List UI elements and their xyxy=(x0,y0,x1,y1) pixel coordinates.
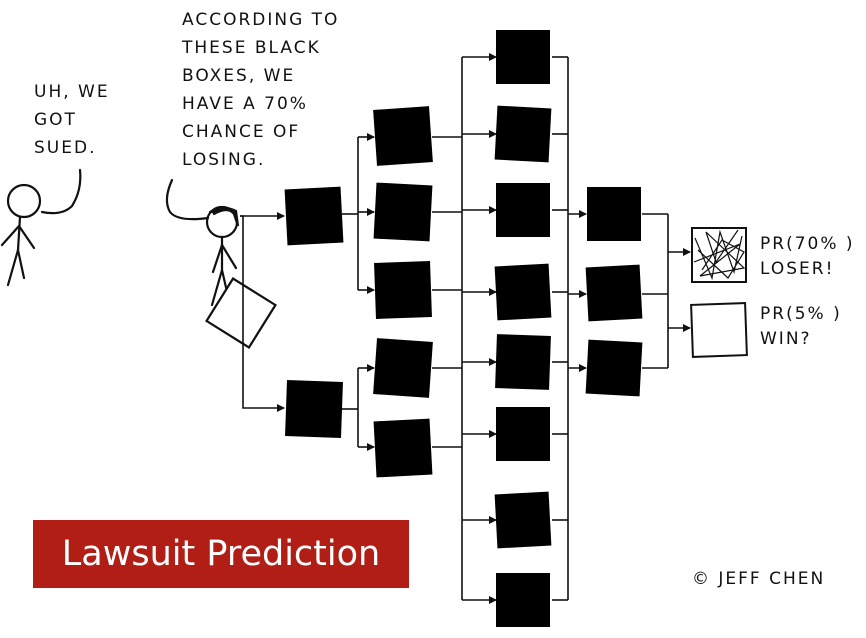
black-box xyxy=(585,339,643,397)
speech-left-line: SUED. xyxy=(34,138,97,158)
black-box xyxy=(494,263,552,321)
network-layer-1 xyxy=(284,186,344,438)
speech-left-line: GOT xyxy=(34,110,77,130)
speech-right-line: LOSING. xyxy=(182,150,266,170)
black-box xyxy=(373,182,433,242)
title-banner: Lawsuit Prediction xyxy=(33,520,409,588)
outcome-win-probability: PR(5% ) xyxy=(760,304,842,324)
speech-left: UH, WE GOT SUED. xyxy=(34,78,110,162)
network-layer-4 xyxy=(585,187,643,397)
black-box xyxy=(587,187,641,241)
black-box xyxy=(373,418,433,478)
black-box xyxy=(585,264,643,322)
stick-figure-right xyxy=(165,178,240,307)
speech-right-line: CHANCE OF xyxy=(182,122,301,142)
black-box xyxy=(373,338,433,398)
speech-left-line: UH, WE xyxy=(34,82,110,102)
stick-figure-left xyxy=(0,168,82,287)
outcome-lose-label: PR(70% ) LOSER! xyxy=(760,232,855,282)
outcome-win-label: PR(5% ) WIN? xyxy=(760,302,842,352)
case-box xyxy=(205,277,277,349)
black-box xyxy=(284,186,344,246)
speech-right-line: BOXES, WE xyxy=(182,66,296,86)
speech-right-line: HAVE A 70% xyxy=(182,94,308,114)
black-box xyxy=(496,183,550,237)
black-box xyxy=(496,573,550,627)
network-connectors xyxy=(240,53,691,604)
speech-right-line: THESE BLACK xyxy=(182,38,321,58)
black-box xyxy=(374,261,432,319)
network-layer-3 xyxy=(494,30,552,627)
black-box xyxy=(496,30,550,84)
credit-text: © JEFF CHEN xyxy=(692,569,826,589)
speech-right: ACCORDING TO THESE BLACK BOXES, WE HAVE … xyxy=(182,6,339,174)
output-lose-box xyxy=(691,227,747,283)
network-layer-2 xyxy=(373,106,433,478)
black-box xyxy=(495,334,551,390)
outcome-lose-text: LOSER! xyxy=(760,259,835,279)
black-box xyxy=(285,380,343,438)
black-box xyxy=(494,105,552,163)
speech-right-line: ACCORDING TO xyxy=(182,10,340,30)
black-box xyxy=(496,407,550,461)
black-box xyxy=(373,106,433,166)
outcome-win-text: WIN? xyxy=(760,329,812,349)
outcome-lose-probability: PR(70% ) xyxy=(760,234,855,254)
output-win-box xyxy=(690,302,748,358)
black-box xyxy=(494,491,552,549)
